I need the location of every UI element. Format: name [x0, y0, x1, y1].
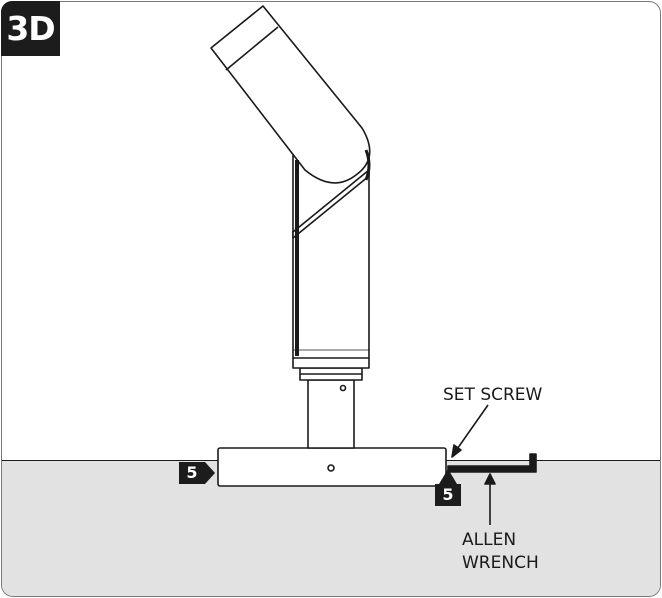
set-screw-label: SET SCREW: [443, 385, 543, 405]
joint-band: [292, 169, 370, 239]
fixture-head: [210, 5, 371, 184]
fixture-body: [292, 154, 370, 369]
base-plate-hole: [327, 464, 335, 472]
marker-left: 5: [179, 462, 205, 484]
allen-wrench: [447, 453, 537, 473]
post-hole: [339, 384, 347, 392]
step-badge: 3D: [1, 1, 60, 56]
support-post: [307, 379, 355, 449]
allen-wrench-label-line2: WRENCH: [462, 553, 539, 573]
marker-right-arrow-icon: [439, 469, 457, 484]
allen-wrench-label-line1: ALLEN: [462, 530, 517, 550]
marker-left-arrow-icon: [205, 462, 215, 484]
marker-right: 5: [435, 484, 461, 506]
